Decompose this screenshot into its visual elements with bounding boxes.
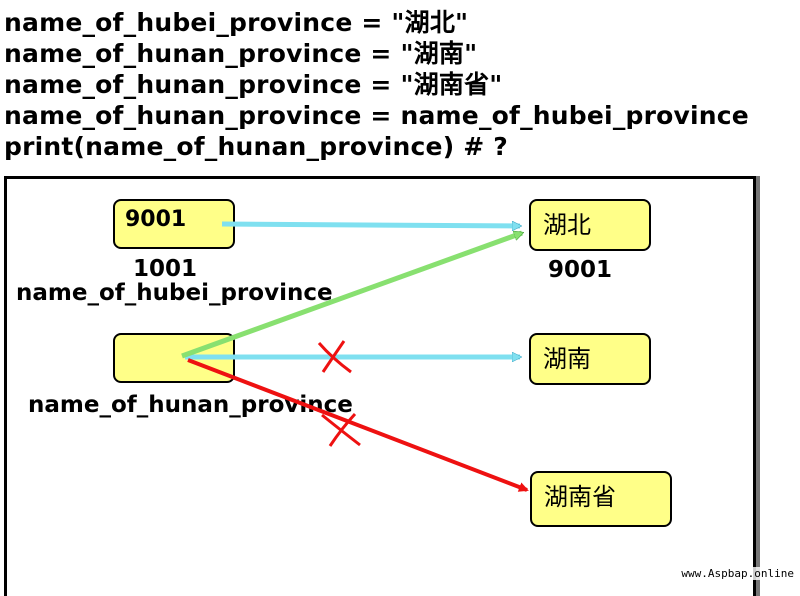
arrow-hunan-to-hubei-value	[181, 230, 522, 359]
value-box-hunan-province: 湖南省	[530, 471, 672, 527]
code-line-2: name_of_hunan_province = "湖南"	[4, 39, 478, 68]
diagram-frame	[4, 176, 756, 596]
reference-arrows	[181, 0, 529, 492]
hubei-variable-box: 9001	[113, 199, 235, 249]
code-line-3: name_of_hunan_province = "湖南省"	[4, 70, 503, 99]
hunan-variable-name: name_of_hunan_province	[28, 392, 353, 418]
code-line-5: print(name_of_hunan_province) # ?	[4, 132, 508, 161]
code-line-4: name_of_hunan_province = name_of_hubei_p…	[4, 101, 749, 130]
cross-mark-2	[321, 412, 361, 447]
cross-mark-1	[317, 340, 352, 374]
hubei-variable-address: 1001	[133, 256, 198, 282]
hubei-variable-name: name_of_hubei_province	[16, 280, 333, 306]
value-box-hubei: 湖北	[529, 199, 651, 251]
value-box-hunan: 湖南	[529, 333, 651, 385]
arrow-hunan-to-hunan-province-old	[187, 358, 529, 492]
arrow-hubei-to-hubei-value	[221, 224, 520, 226]
value-address-hubei: 9001	[548, 257, 613, 283]
code-line-1: name_of_hubei_province = "湖北"	[4, 8, 469, 37]
watermark: www.Aspbap.online	[681, 567, 794, 580]
hunan-variable-box	[113, 333, 235, 383]
